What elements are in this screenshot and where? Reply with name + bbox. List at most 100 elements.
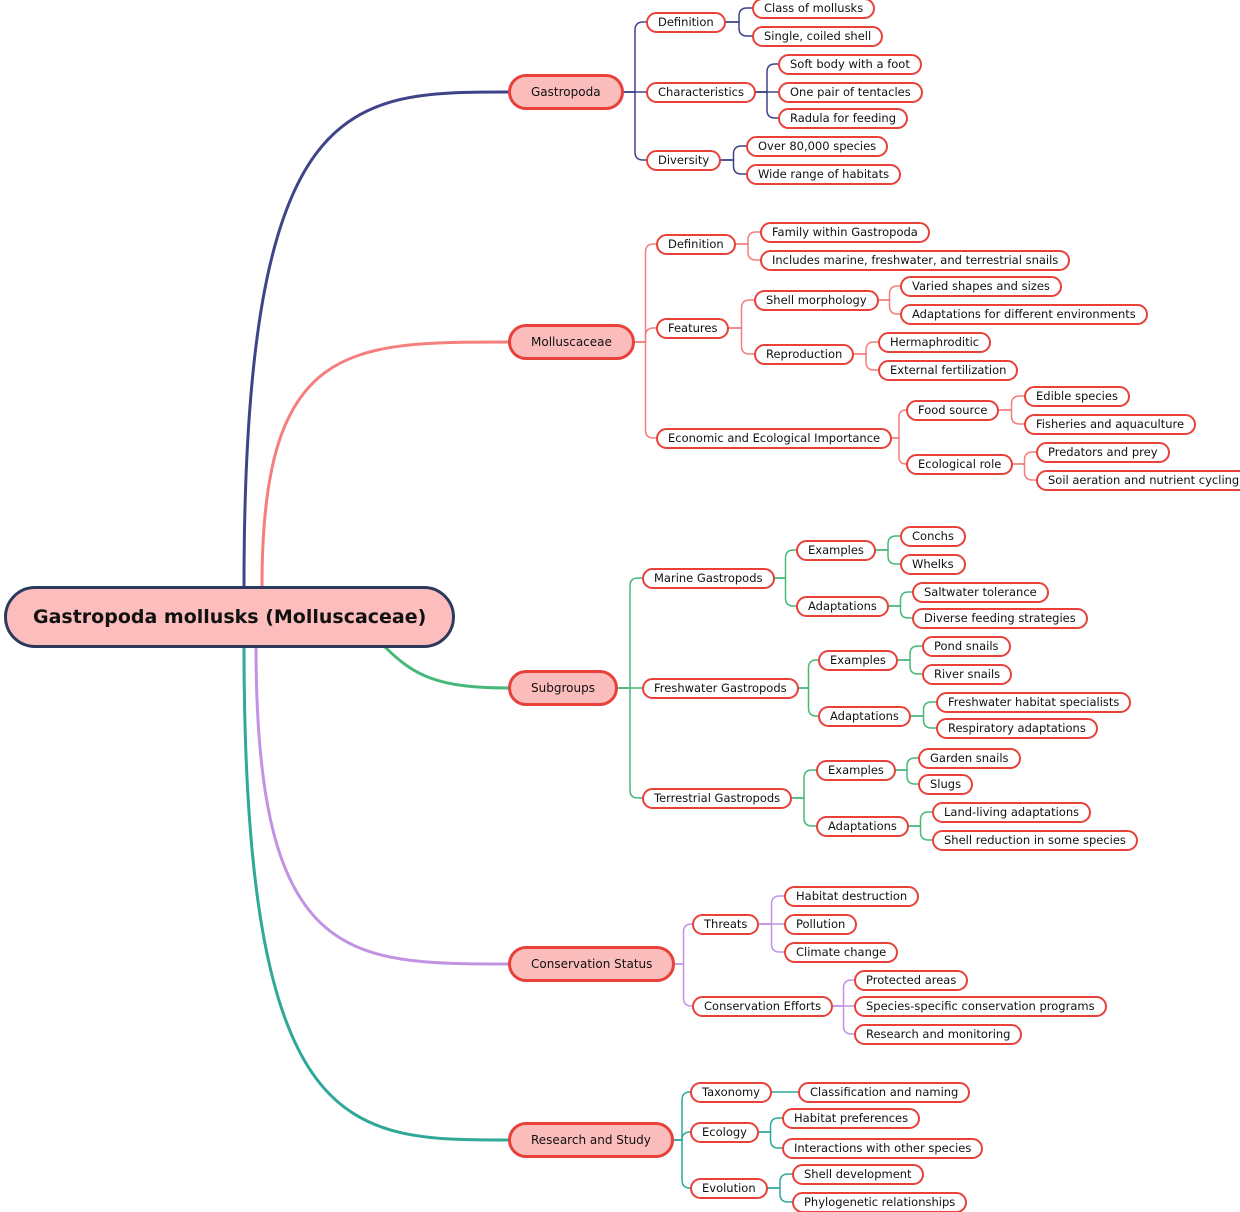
- topic-economic-and-ecological-importance[interactable]: Economic and Ecological Importance: [656, 427, 893, 449]
- connector-line: [728, 327, 755, 355]
- topic-research-and-monitoring[interactable]: Research and monitoring: [854, 1023, 1023, 1045]
- connector-line: [891, 409, 907, 439]
- branch-research-and-study[interactable]: Research and Study: [508, 1122, 674, 1158]
- connector-line: [623, 91, 647, 161]
- topic-land-living-adaptations[interactable]: Land-living adaptations: [932, 801, 1092, 823]
- topic-examples[interactable]: Examples: [796, 539, 876, 561]
- topic-whelks[interactable]: Whelks: [900, 553, 966, 575]
- topic-shell-morphology[interactable]: Shell morphology: [754, 289, 879, 311]
- topic-adaptations[interactable]: Adaptations: [818, 705, 911, 727]
- topic-threats[interactable]: Threats: [692, 913, 760, 935]
- connector-line: [895, 757, 919, 771]
- topic-protected-areas[interactable]: Protected areas: [854, 969, 969, 991]
- topic-climate-change[interactable]: Climate change: [784, 941, 899, 963]
- connector-line: [774, 549, 797, 579]
- topic-river-snails[interactable]: River snails: [922, 663, 1013, 685]
- topic-diverse-feeding-strategies[interactable]: Diverse feeding strategies: [912, 607, 1088, 629]
- topic-interactions-with-other-species[interactable]: Interactions with other species: [782, 1137, 984, 1159]
- topic-wide-range-of-habitats[interactable]: Wide range of habitats: [746, 163, 902, 185]
- connector-line: [617, 577, 643, 689]
- topic-single-coiled-shell[interactable]: Single, coiled shell: [752, 25, 884, 47]
- topic-habitat-preferences[interactable]: Habitat preferences: [782, 1107, 921, 1129]
- connector-line: [634, 327, 657, 343]
- topic-diversity[interactable]: Diversity: [646, 149, 722, 171]
- topic-saltwater-tolerance[interactable]: Saltwater tolerance: [912, 581, 1049, 603]
- topic-family-within-gastropoda[interactable]: Family within Gastropoda: [760, 221, 930, 243]
- connector-line: [617, 687, 643, 799]
- topic-phylogenetic-relationships[interactable]: Phylogenetic relationships: [792, 1191, 968, 1212]
- topic-species-specific-conservation-programs[interactable]: Species-specific conservation programs: [854, 995, 1107, 1017]
- topic-slugs[interactable]: Slugs: [918, 773, 974, 795]
- topic-conservation-efforts[interactable]: Conservation Efforts: [692, 995, 834, 1017]
- connector-line: [725, 21, 753, 37]
- topic-marine-gastropods[interactable]: Marine Gastropods: [642, 567, 775, 589]
- topic-features[interactable]: Features: [656, 317, 730, 339]
- connector-line: [767, 1173, 793, 1189]
- connector-line: [673, 1091, 691, 1141]
- connector-line: [895, 769, 919, 785]
- connector-line: [910, 701, 937, 717]
- topic-definition[interactable]: Definition: [646, 11, 726, 33]
- topic-edible-species[interactable]: Edible species: [1024, 385, 1130, 407]
- topic-fisheries-and-aquaculture[interactable]: Fisheries and aquaculture: [1024, 413, 1197, 435]
- branch-molluscaceae[interactable]: Molluscaceae: [508, 324, 635, 360]
- connector-line: [1012, 451, 1037, 465]
- topic-classification-and-naming[interactable]: Classification and naming: [798, 1081, 971, 1103]
- root-topic[interactable]: Gastropoda mollusks (Molluscaceae): [4, 586, 456, 648]
- connector-line: [891, 437, 907, 465]
- connector-line: [735, 231, 761, 245]
- topic-characteristics[interactable]: Characteristics: [646, 81, 756, 103]
- topic-garden-snails[interactable]: Garden snails: [918, 747, 1021, 769]
- topic-terrestrial-gastropods[interactable]: Terrestrial Gastropods: [642, 787, 793, 809]
- topic-freshwater-gastropods[interactable]: Freshwater Gastropods: [642, 677, 799, 699]
- topic-soft-body-with-a-foot[interactable]: Soft body with a foot: [778, 53, 922, 75]
- connector-line: [735, 243, 761, 261]
- topic-external-fertilization[interactable]: External fertilization: [878, 359, 1019, 381]
- topic-respiratory-adaptations[interactable]: Respiratory adaptations: [936, 717, 1098, 739]
- branch-gastropoda[interactable]: Gastropoda: [508, 74, 624, 110]
- topic-includes-marine-freshwater-and-terrestrial-snails[interactable]: Includes marine, freshwater, and terrest…: [760, 249, 1071, 271]
- connector-line: [798, 659, 819, 689]
- topic-freshwater-habitat-specialists[interactable]: Freshwater habitat specialists: [936, 691, 1132, 713]
- branch-conservation-status[interactable]: Conservation Status: [508, 946, 676, 982]
- connector-line: [798, 687, 819, 717]
- topic-class-of-mollusks[interactable]: Class of mollusks: [752, 0, 876, 19]
- topic-habitat-destruction[interactable]: Habitat destruction: [784, 885, 920, 907]
- connector-line: [875, 535, 901, 551]
- topic-adaptations-for-different-environments[interactable]: Adaptations for different environments: [900, 303, 1148, 325]
- connector-line: [758, 895, 785, 925]
- connector-line: [774, 577, 797, 607]
- topic-examples[interactable]: Examples: [818, 649, 898, 671]
- topic-ecology[interactable]: Ecology: [690, 1121, 759, 1143]
- topic-predators-and-prey[interactable]: Predators and prey: [1036, 441, 1170, 463]
- topic-pollution[interactable]: Pollution: [784, 913, 858, 935]
- topic-hermaphroditic[interactable]: Hermaphroditic: [878, 331, 992, 353]
- branch-subgroups[interactable]: Subgroups: [508, 670, 618, 706]
- topic-over-80-000-species[interactable]: Over 80,000 species: [746, 135, 889, 157]
- connector-line: [673, 1139, 691, 1189]
- connector-line: [998, 409, 1025, 425]
- topic-pond-snails[interactable]: Pond snails: [922, 635, 1011, 657]
- connector-line: [791, 797, 817, 827]
- topic-conchs[interactable]: Conchs: [900, 525, 966, 547]
- topic-shell-development[interactable]: Shell development: [792, 1163, 924, 1185]
- topic-definition[interactable]: Definition: [656, 233, 736, 255]
- topic-adaptations[interactable]: Adaptations: [796, 595, 889, 617]
- topic-examples[interactable]: Examples: [816, 759, 896, 781]
- connector-line: [897, 645, 923, 661]
- topic-taxonomy[interactable]: Taxonomy: [690, 1081, 772, 1103]
- topic-adaptations[interactable]: Adaptations: [816, 815, 909, 837]
- topic-soil-aeration-and-nutrient-cycling[interactable]: Soil aeration and nutrient cycling: [1036, 469, 1240, 491]
- topic-varied-shapes-and-sizes[interactable]: Varied shapes and sizes: [900, 275, 1062, 297]
- connector-line: [888, 591, 913, 607]
- connector-line: [758, 923, 785, 953]
- topic-shell-reduction-in-some-species[interactable]: Shell reduction in some species: [932, 829, 1138, 851]
- topic-ecological-role[interactable]: Ecological role: [906, 453, 1014, 475]
- topic-reproduction[interactable]: Reproduction: [754, 343, 855, 365]
- topic-evolution[interactable]: Evolution: [690, 1177, 768, 1199]
- topic-food-source[interactable]: Food source: [906, 399, 1000, 421]
- topic-radula-for-feeding[interactable]: Radula for feeding: [778, 107, 909, 129]
- connector-line: [998, 395, 1025, 411]
- topic-one-pair-of-tentacles[interactable]: One pair of tentacles: [778, 81, 923, 103]
